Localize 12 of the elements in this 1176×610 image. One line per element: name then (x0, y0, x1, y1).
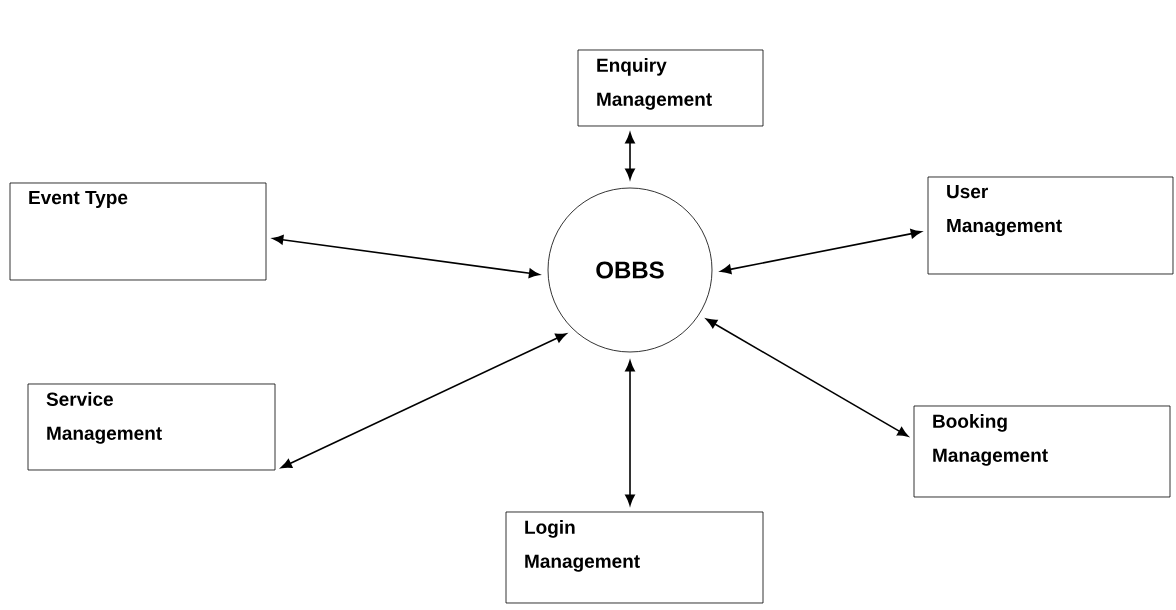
process-box: Login Management (505, 511, 764, 604)
arrow (280, 333, 567, 469)
arrow (625, 360, 635, 506)
process-box: Booking Management (913, 405, 1171, 498)
arrow (272, 234, 540, 279)
arrow (625, 132, 635, 180)
process-box: Service Management (27, 383, 276, 471)
arrow (720, 228, 922, 275)
process-box: User Management (927, 176, 1174, 275)
process-box: Enquiry Management (577, 49, 764, 127)
arrow (706, 318, 909, 437)
process-box: Event Type (9, 182, 267, 281)
